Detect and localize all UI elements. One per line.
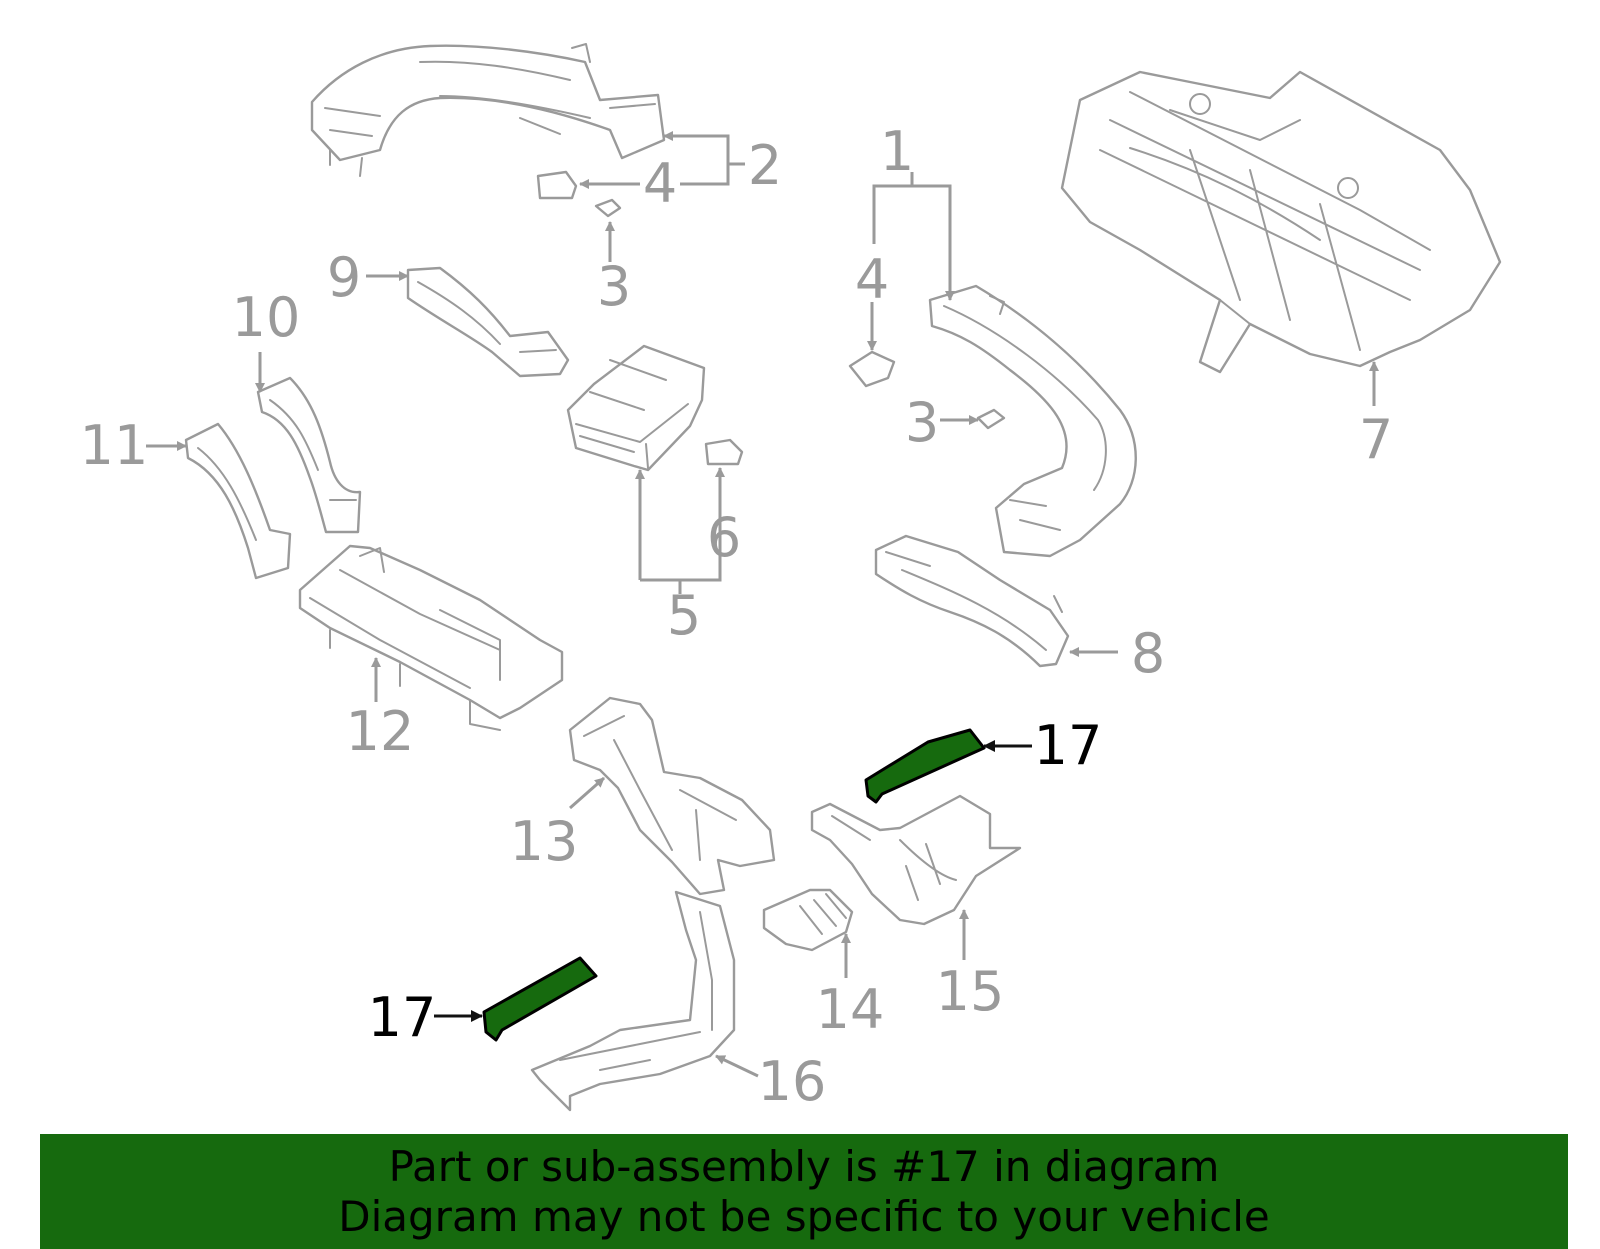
part-5-vent-module: [566, 344, 706, 472]
callout-5: 5: [667, 584, 701, 647]
callout-12: 12: [346, 700, 415, 763]
callout-11: 11: [80, 414, 149, 477]
callout-10: 10: [232, 286, 301, 349]
part-1-duct: [928, 284, 1137, 558]
part-6-bracket: [704, 438, 744, 466]
part-10-duct: [256, 376, 362, 534]
part-17-shape-upper: [864, 728, 986, 804]
callout-17-upper: 17: [1034, 714, 1103, 777]
part-2-defroster-duct: [310, 43, 666, 177]
part-12-bracket-frame: [298, 544, 564, 731]
callout-6: 6: [707, 506, 741, 569]
callout-3-upper: 3: [597, 255, 631, 318]
part-11-duct: [184, 422, 292, 580]
callout-13: 13: [510, 810, 579, 873]
callout-3-right: 3: [905, 391, 939, 454]
callout-labels: 1 2 3 3 4 4 5 6 7 8 9 10 11 12 13 14 15 …: [80, 120, 1394, 1113]
callout-1: 1: [880, 120, 914, 183]
part-4-clip-upper: [536, 170, 578, 200]
callout-4-right: 4: [855, 248, 889, 311]
banner-line-1: Part or sub-assembly is #17 in diagram: [388, 1141, 1220, 1191]
part-9-duct: [406, 266, 570, 378]
part-13-duct-connector: [568, 696, 776, 896]
callout-17-lower: 17: [368, 986, 437, 1049]
banner-line-2: Diagram may not be specific to your vehi…: [338, 1191, 1270, 1241]
part-16-rear-duct: [530, 890, 736, 1112]
callout-9: 9: [327, 246, 361, 309]
part-4-clip-right: [848, 350, 896, 388]
callout-8: 8: [1131, 622, 1165, 685]
callout-16: 16: [758, 1050, 827, 1113]
leader-lines: [146, 131, 1379, 1078]
part-7-hvac-unit: [1060, 70, 1502, 374]
callout-4-upper: 4: [643, 152, 677, 215]
part-17-highlighted-lower: [482, 956, 598, 1042]
part-15-duct: [810, 794, 1022, 926]
callout-15: 15: [936, 960, 1005, 1023]
part-14-vent-grille: [762, 888, 854, 952]
callout-2: 2: [748, 134, 782, 197]
callout-7: 7: [1359, 408, 1393, 471]
info-banner: Part or sub-assembly is #17 in diagram D…: [40, 1134, 1568, 1249]
part-8-duct: [874, 534, 1070, 668]
part-17-shape-lower: [482, 956, 598, 1042]
callout-14: 14: [816, 978, 885, 1041]
part-17-highlighted-upper: [864, 728, 986, 804]
part-3-clip-right: [976, 408, 1006, 430]
part-3-clip-upper: [594, 198, 622, 218]
